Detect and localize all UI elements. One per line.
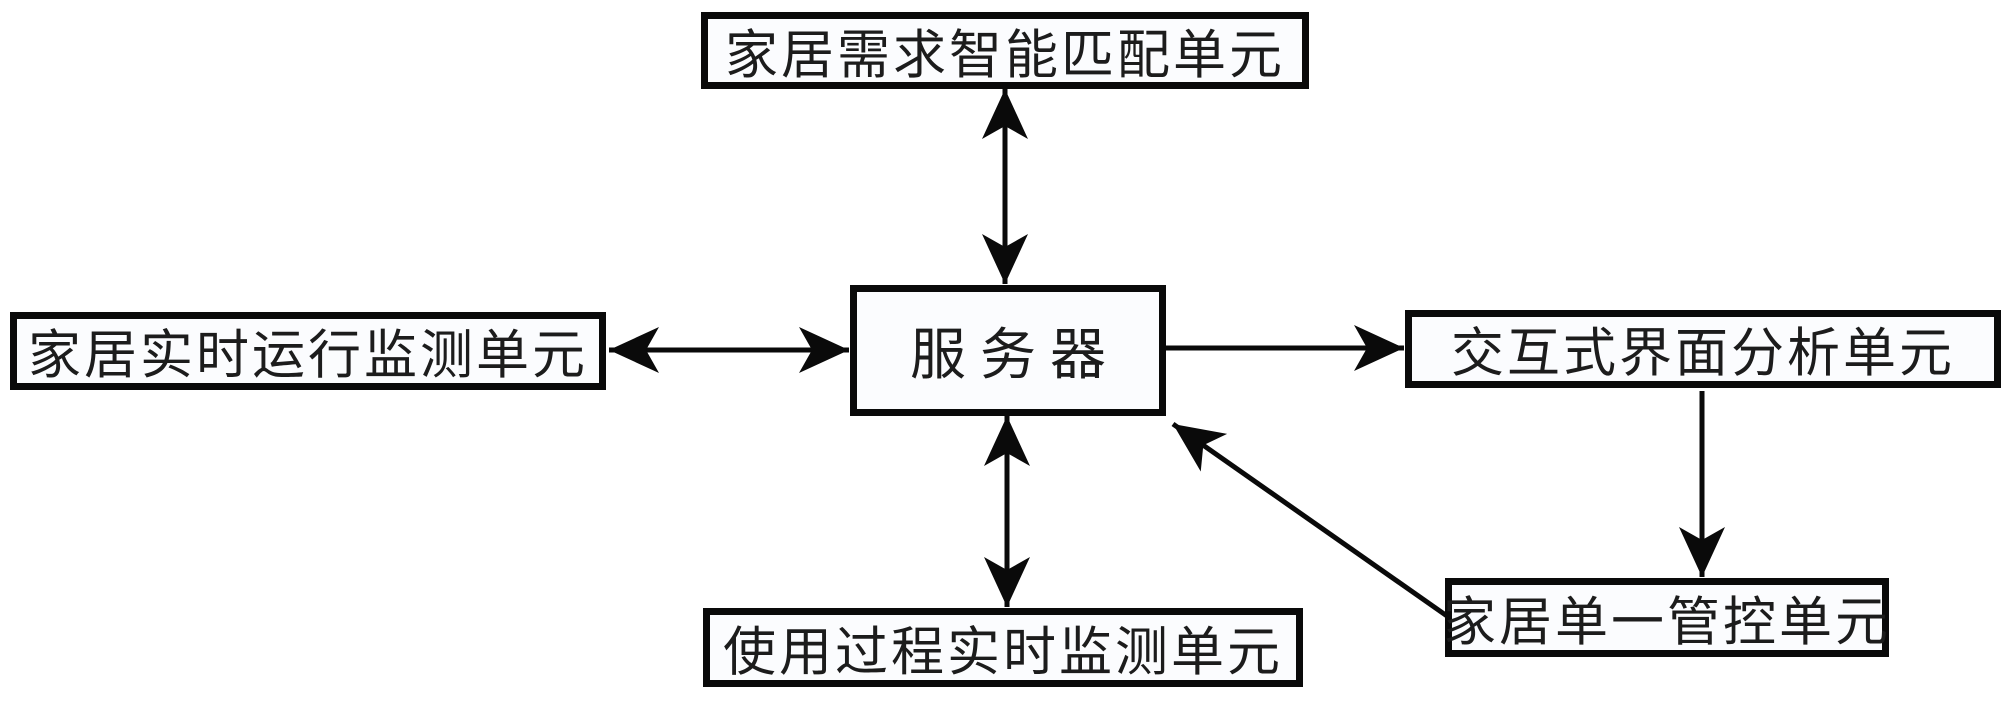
node-server: 服务器	[850, 285, 1166, 416]
node-usage-process-realtime-monitoring-unit: 使用过程实时监测单元	[703, 608, 1303, 687]
node-home-single-control-unit: 家居单一管控单元	[1443, 578, 1889, 657]
edge-single-control-to-server	[1171, 421, 1449, 619]
node-home-realtime-operation-monitoring-unit: 家居实时运行监测单元	[10, 312, 606, 390]
node-interactive-interface-analysis-unit: 交互式界面分析单元	[1405, 310, 2001, 388]
node-home-demand-matching-unit: 家居需求智能匹配单元	[701, 12, 1309, 89]
